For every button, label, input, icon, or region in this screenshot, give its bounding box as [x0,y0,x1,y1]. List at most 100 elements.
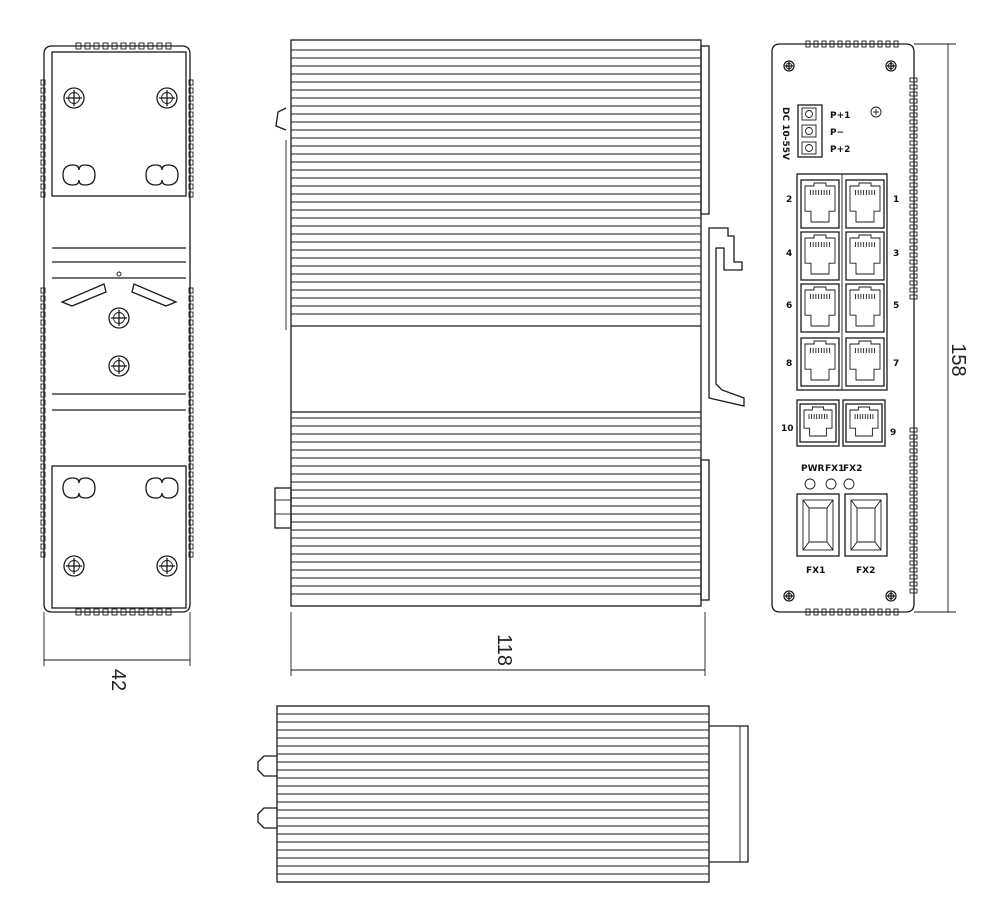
port-label-7: 7 [893,359,899,369]
fin [84,42,91,50]
fin [909,560,918,566]
fin [40,135,46,142]
front-fins-bottom [805,608,899,616]
fin [40,535,46,542]
fin [129,608,136,616]
fin [40,455,46,462]
fin [40,351,46,358]
fin [909,553,918,559]
fin [75,608,82,616]
fiber-label-fx2: FX2 [856,566,875,576]
rj45-port-combo [799,403,837,443]
fin [909,147,918,153]
fin [188,143,194,150]
fin [805,608,811,616]
side-knob-top [275,107,287,131]
fin [40,383,46,390]
fin [188,95,194,102]
terminal-label-2: P− [830,128,844,138]
rj45-port-right [845,231,885,281]
fin [821,608,827,616]
port-label-5: 5 [893,301,899,311]
led-fx1-icon [825,478,837,490]
fin [909,525,918,531]
fin [893,40,899,48]
fin [909,217,918,223]
fin [40,479,46,486]
screw-icon [885,60,897,72]
fin [188,487,194,494]
fin [147,608,154,616]
rj45-port-right [845,283,885,333]
fin [188,503,194,510]
fin [120,608,127,616]
depth-dimension: 118 [493,634,515,666]
fin [909,182,918,188]
fin [909,490,918,496]
fin [40,543,46,550]
fin [909,455,918,461]
fin [40,79,46,86]
fin [188,463,194,470]
fin [909,294,918,300]
fin [861,608,867,616]
fin [40,143,46,150]
fin [40,471,46,478]
din-rail-clip [708,227,745,407]
fin [909,196,918,202]
fin [40,519,46,526]
fin [188,495,194,502]
rear-fins-left [40,79,46,558]
fin [188,439,194,446]
fin [111,42,118,50]
fin [188,423,194,430]
rj45-port-left [800,231,840,281]
terminal-screw [805,144,813,152]
fin [909,266,918,272]
fin [188,311,194,318]
fin [40,511,46,518]
sfp-port [844,493,888,557]
fin [853,608,859,616]
fin [165,608,172,616]
fin [188,327,194,334]
screw-icon [156,555,178,577]
terminal-label-1: P+1 [830,111,850,121]
fin [909,497,918,503]
fin [909,462,918,468]
fin [40,295,46,302]
combo-port-9 [842,399,886,447]
fin [40,367,46,374]
fin [40,95,46,102]
fin [40,551,46,558]
fin [40,463,46,470]
fin [40,287,46,294]
fin [885,40,891,48]
fin [40,327,46,334]
fin [813,40,819,48]
fin [40,335,46,342]
port-label-2: 2 [786,195,792,205]
fin [909,441,918,447]
fin [129,42,136,50]
fin [909,273,918,279]
top-view [257,705,749,883]
fin [909,434,918,440]
fin [909,231,918,237]
screw-icon [108,355,130,377]
fin [40,407,46,414]
rj45-ports [800,179,885,387]
fin [877,608,883,616]
fin [111,608,118,616]
terminal-screw [805,127,813,135]
fiber-label-fx1: FX1 [806,566,825,576]
fin [156,608,163,616]
fin [188,391,194,398]
fin [40,431,46,438]
fin [188,303,194,310]
fin [909,483,918,489]
side-fins [291,49,701,595]
combo-jacks [799,403,883,443]
height-dimension: 158 [947,343,969,376]
fin [93,42,100,50]
